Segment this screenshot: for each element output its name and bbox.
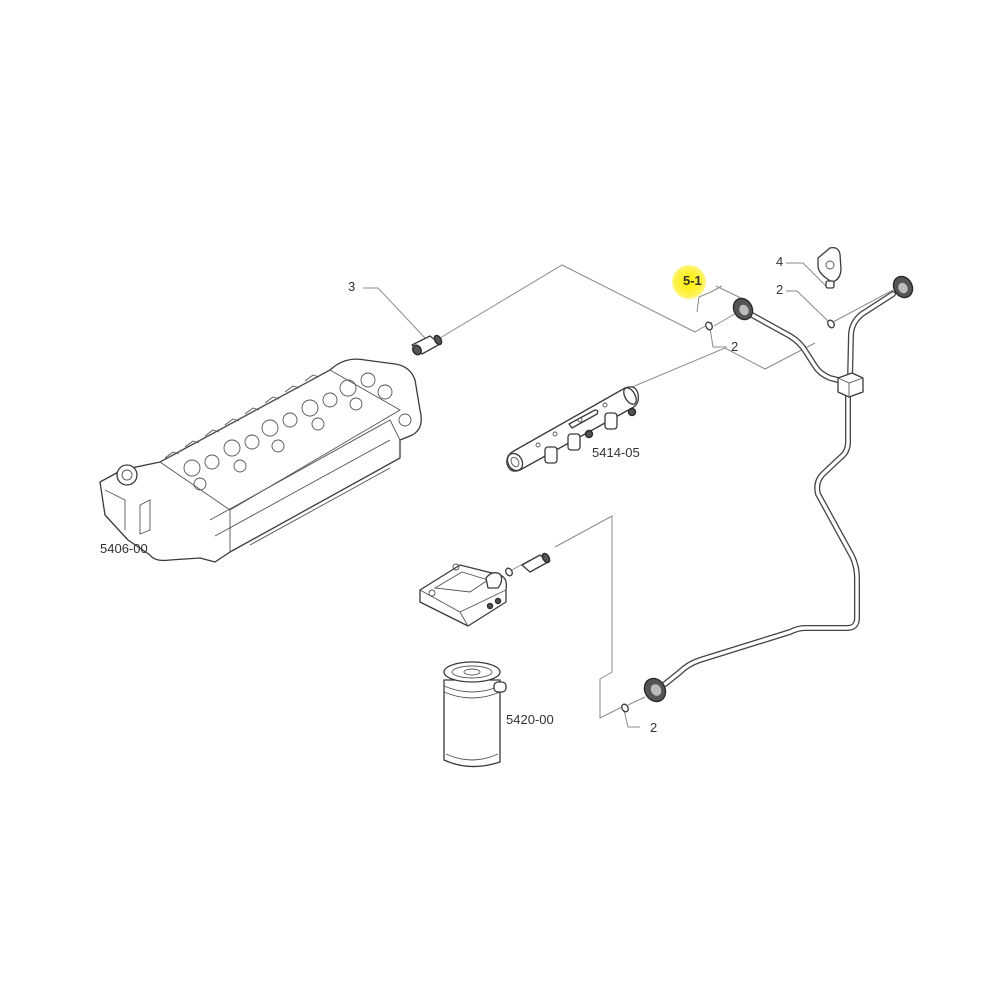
connector-fitting-part-3[interactable]	[411, 334, 443, 356]
leader-lines	[363, 262, 894, 728]
callout-3[interactable]: 3	[348, 279, 356, 294]
fuel-rail-5414-05[interactable]	[504, 386, 640, 474]
callout-2-bottom[interactable]: 2	[650, 720, 658, 735]
assembly-label-fuel-rail[interactable]: 5414-05	[592, 445, 640, 460]
assembly-label-fuel-filter[interactable]: 5420-00	[506, 712, 554, 727]
callout-5-1[interactable]: 5-1	[683, 273, 702, 288]
callout-highlight	[672, 265, 706, 299]
fuel-pipe-assembly[interactable]	[640, 273, 916, 705]
banjo-fitting-bottom	[643, 677, 667, 703]
fuel-filter-5420-00[interactable]	[443, 661, 507, 768]
callout-2-top-right[interactable]: 2	[776, 282, 784, 297]
callout-4[interactable]: 4	[776, 254, 784, 269]
banjo-fitting-right	[892, 275, 914, 299]
bracket-part-4[interactable]	[817, 246, 842, 289]
cylinder-head-5406-00[interactable]	[99, 358, 422, 563]
banjo-fitting-left	[732, 297, 754, 321]
callout-2-top-left[interactable]: 2	[731, 339, 739, 354]
assembly-label-cylinder-head[interactable]: 5406-00	[100, 541, 148, 556]
filter-head[interactable]	[419, 552, 551, 627]
o-rings	[505, 319, 835, 713]
